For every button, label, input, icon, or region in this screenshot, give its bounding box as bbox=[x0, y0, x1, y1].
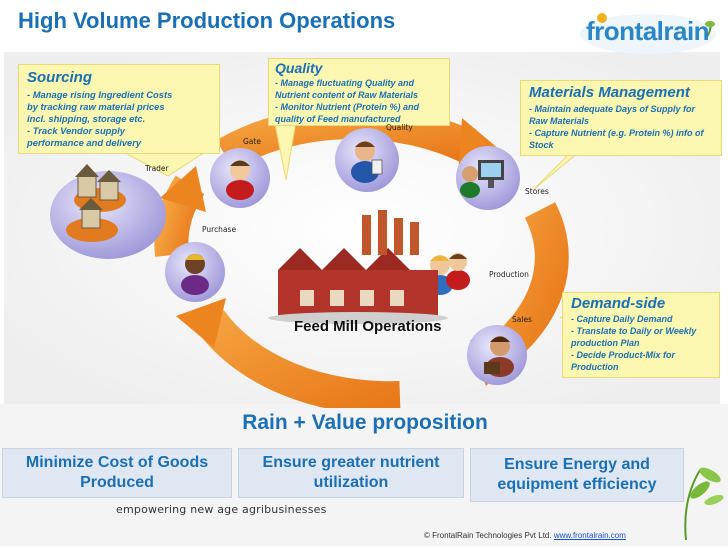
value-box-nutrient: Ensure greater nutrient utilization bbox=[238, 448, 464, 498]
sourcing-callout: Sourcing - Manage rising Ingredient Cost… bbox=[18, 64, 220, 154]
quality-callout: Quality - Manage fluctuating Quality and… bbox=[268, 58, 450, 126]
quality-heading: Quality bbox=[275, 60, 323, 76]
sourcing-heading: Sourcing bbox=[27, 69, 93, 86]
person-icon bbox=[446, 253, 470, 290]
page-title: High Volume Production Operations bbox=[18, 8, 396, 33]
copyright-text: © FrontalRain Technologies Pvt Ltd. bbox=[424, 531, 552, 540]
person-icon bbox=[226, 160, 254, 200]
tagline: empowering new age agribusinesses bbox=[116, 503, 327, 516]
computer-icon bbox=[460, 160, 504, 198]
sales-label: Sales bbox=[512, 315, 532, 324]
value-box-cost: Minimize Cost of Goods Produced bbox=[2, 448, 232, 498]
materials-heading: Materials Management bbox=[529, 84, 690, 101]
quality-label: Quality bbox=[386, 123, 413, 132]
person-icon bbox=[351, 141, 383, 183]
copyright: © FrontalRain Technologies Pvt Ltd. www.… bbox=[424, 531, 626, 540]
production-label: Production bbox=[489, 270, 529, 279]
value-proposition-heading: Rain + Value proposition bbox=[242, 411, 488, 434]
logo-text: frontalrain bbox=[586, 16, 710, 46]
demand-callout: Demand-side - Capture Daily Demand - Tra… bbox=[562, 292, 720, 378]
materials-text: - Maintain adequate Days of Supply for R… bbox=[529, 104, 704, 150]
website-link[interactable]: www.frontalrain.com bbox=[553, 531, 626, 540]
value-box-energy: Ensure Energy and equipment efficiency bbox=[470, 448, 684, 502]
feed-mill-label: Feed Mill Operations bbox=[294, 318, 442, 335]
stores-label: Stores bbox=[525, 187, 549, 196]
purchase-label: Purchase bbox=[202, 225, 237, 234]
gate-label: Gate bbox=[243, 137, 261, 146]
leaf-icon bbox=[684, 467, 724, 541]
frontalrain-logo: frontalrain bbox=[578, 8, 718, 56]
factory-icon bbox=[268, 210, 448, 324]
briefcase-icon bbox=[484, 336, 514, 377]
trader-label: Trader bbox=[145, 164, 169, 173]
demand-text: - Capture Daily Demand - Translate to Da… bbox=[571, 314, 697, 372]
houses-icon bbox=[66, 164, 126, 242]
person-icon bbox=[181, 254, 209, 295]
materials-callout: Materials Management - Maintain adequate… bbox=[520, 80, 722, 156]
quality-text: - Manage fluctuating Quality and Nutrien… bbox=[275, 78, 419, 124]
sourcing-text: - Manage rising Ingredient Costs by trac… bbox=[27, 89, 173, 148]
demand-heading: Demand-side bbox=[571, 295, 666, 312]
